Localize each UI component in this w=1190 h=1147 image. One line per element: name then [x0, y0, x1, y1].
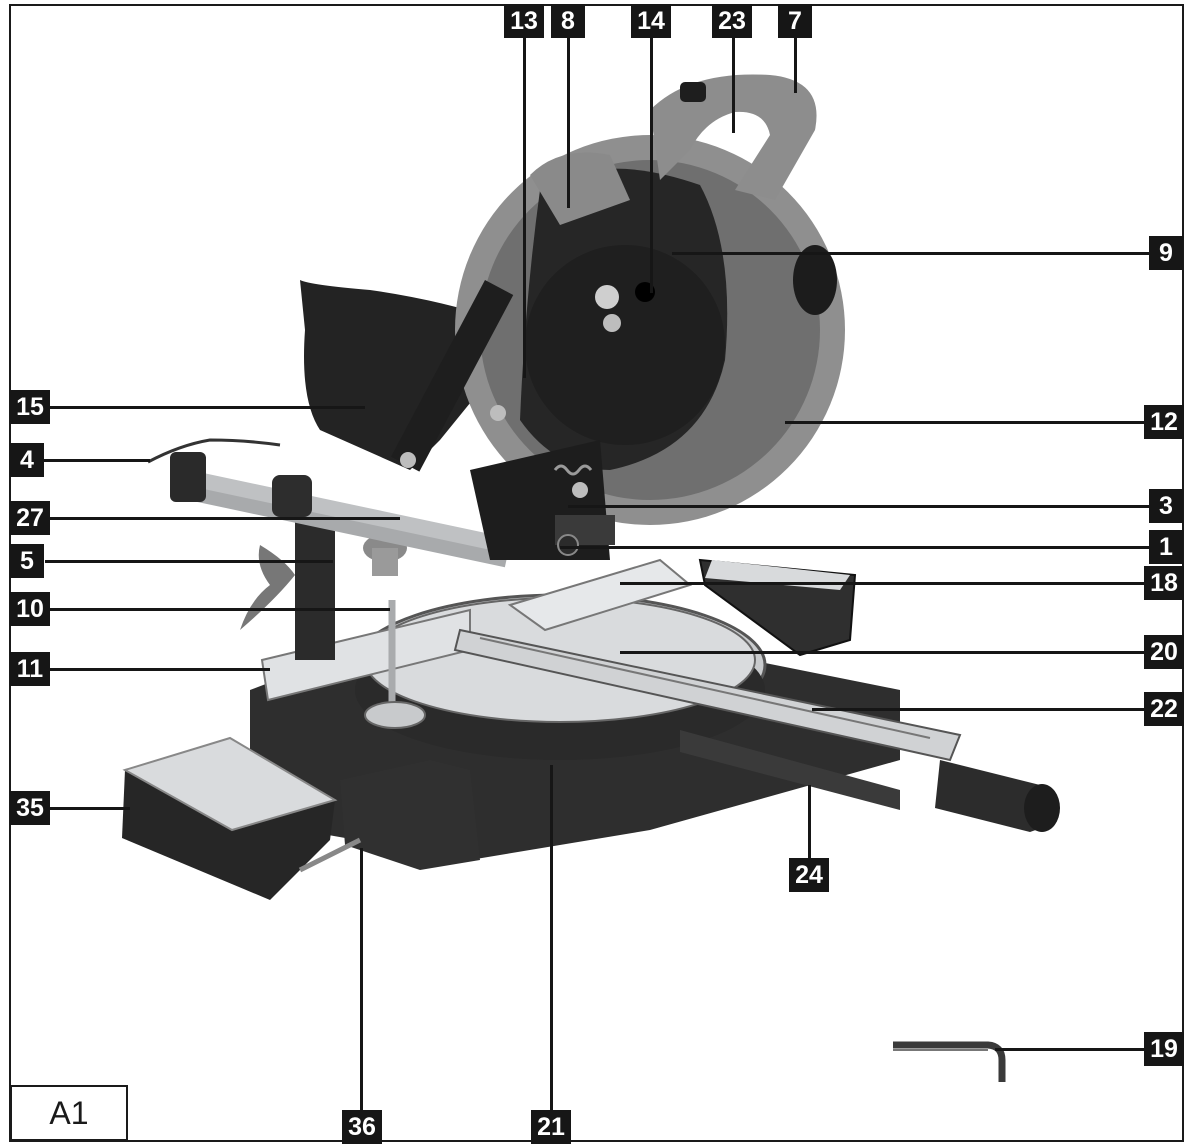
- leader-1: [560, 546, 1150, 549]
- callout-23: 23: [712, 4, 752, 38]
- leader-10: [45, 608, 390, 611]
- callout-9: 9: [1149, 236, 1183, 270]
- leader-15: [45, 406, 365, 409]
- callout-36: 36: [342, 1110, 382, 1144]
- callout-20: 20: [1144, 635, 1184, 669]
- callout-10: 10: [10, 592, 50, 626]
- leader-8: [567, 38, 570, 208]
- leader-12: [785, 421, 1150, 424]
- figure-label: A1: [10, 1085, 128, 1141]
- callout-15: 15: [10, 390, 50, 424]
- leader-11: [45, 668, 270, 671]
- leader-24: [808, 785, 811, 860]
- callout-14: 14: [631, 4, 671, 38]
- callout-21: 21: [531, 1110, 571, 1144]
- callout-7: 7: [778, 4, 812, 38]
- leader-36: [360, 848, 363, 1113]
- callout-22: 22: [1144, 692, 1184, 726]
- callout-11: 11: [10, 652, 50, 686]
- callout-19: 19: [1144, 1032, 1184, 1066]
- leader-27: [48, 517, 400, 520]
- callout-12: 12: [1144, 405, 1184, 439]
- base-group: [122, 510, 1060, 900]
- callout-1: 1: [1149, 530, 1183, 564]
- slide-rails: [147, 438, 508, 568]
- leader-4: [42, 459, 150, 462]
- leader-7: [794, 38, 797, 93]
- figure-frame: [9, 4, 1184, 1142]
- callout-3: 3: [1149, 489, 1183, 523]
- saw-head: [391, 74, 845, 560]
- leader-5: [45, 560, 333, 563]
- callout-5: 5: [10, 544, 44, 578]
- leader-35: [45, 807, 130, 810]
- leader-18: [620, 582, 1150, 585]
- callout-35: 35: [10, 791, 50, 825]
- callout-8: 8: [551, 4, 585, 38]
- callout-24: 24: [789, 858, 829, 892]
- leader-19: [995, 1048, 1150, 1051]
- callout-4: 4: [10, 443, 44, 477]
- leader-23: [732, 38, 735, 133]
- leader-20: [620, 651, 1150, 654]
- leader-14: [650, 38, 653, 293]
- callout-18: 18: [1144, 566, 1184, 600]
- leader-9: [672, 252, 1150, 255]
- leader-13: [523, 38, 526, 378]
- callout-13: 13: [504, 4, 544, 38]
- leader-21: [550, 765, 553, 1113]
- leader-3: [568, 505, 1150, 508]
- callout-27: 27: [10, 501, 50, 535]
- leader-22: [812, 708, 1150, 711]
